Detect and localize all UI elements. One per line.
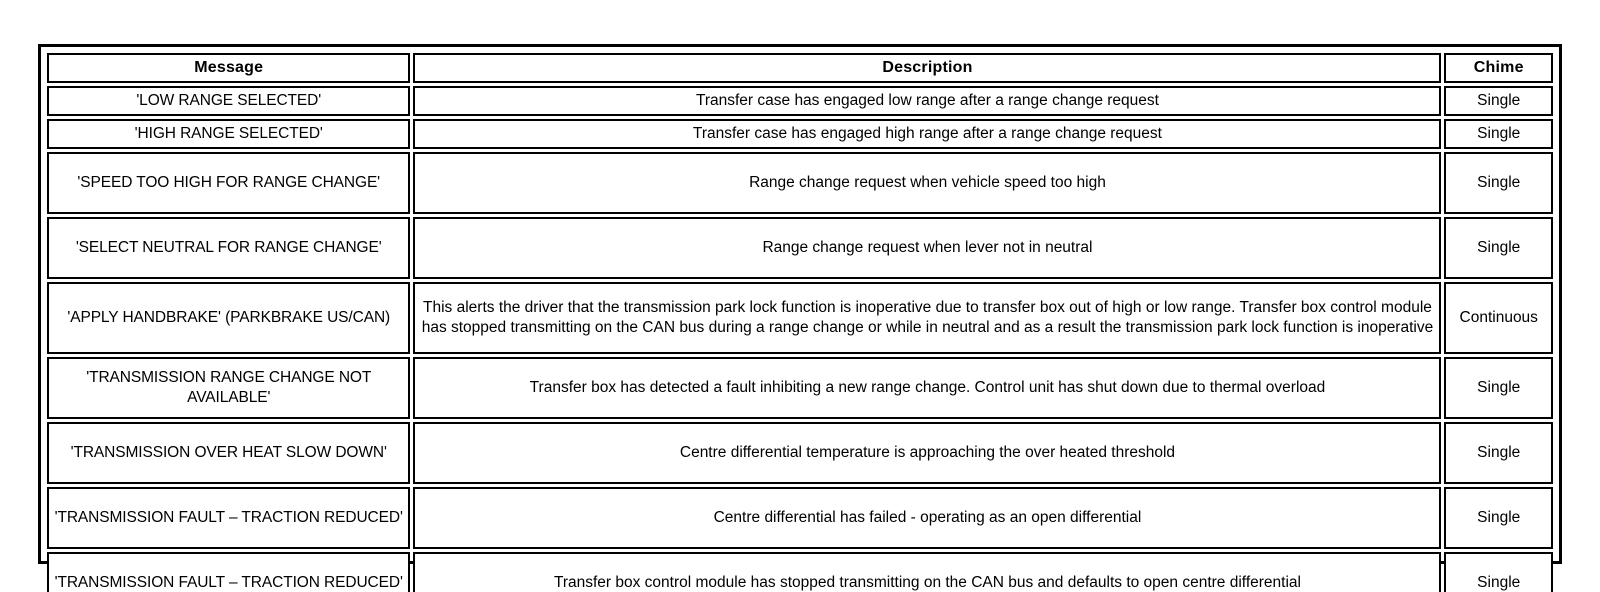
table-row: 'SPEED TOO HIGH FOR RANGE CHANGE' Range …: [47, 152, 1553, 214]
cell-chime: Single: [1444, 217, 1553, 279]
cell-message: 'SELECT NEUTRAL FOR RANGE CHANGE': [47, 217, 411, 279]
cell-message: 'APPLY HANDBRAKE' (PARKBRAKE US/CAN): [47, 282, 411, 354]
column-header-chime: Chime: [1444, 53, 1553, 83]
cell-chime: Single: [1444, 152, 1553, 214]
table-row: 'TRANSMISSION FAULT – TRACTION REDUCED' …: [47, 487, 1553, 549]
cell-description: Centre differential has failed - operati…: [413, 487, 1442, 549]
table-row: 'APPLY HANDBRAKE' (PARKBRAKE US/CAN) Thi…: [47, 282, 1553, 354]
column-header-description: Description: [413, 53, 1442, 83]
table-row: 'TRANSMISSION RANGE CHANGE NOT AVAILABLE…: [47, 357, 1553, 419]
table-row: 'SELECT NEUTRAL FOR RANGE CHANGE' Range …: [47, 217, 1553, 279]
cell-chime: Single: [1444, 357, 1553, 419]
cell-message: 'TRANSMISSION FAULT – TRACTION REDUCED': [47, 487, 411, 549]
cell-message: 'TRANSMISSION FAULT – TRACTION REDUCED': [47, 552, 411, 592]
table-row: 'HIGH RANGE SELECTED' Transfer case has …: [47, 119, 1553, 149]
message-chime-table: Message Description Chime 'LOW RANGE SEL…: [44, 50, 1556, 592]
cell-message: 'TRANSMISSION OVER HEAT SLOW DOWN': [47, 422, 411, 484]
cell-chime: Single: [1444, 487, 1553, 549]
cell-message: 'HIGH RANGE SELECTED': [47, 119, 411, 149]
cell-chime: Single: [1444, 422, 1553, 484]
cell-chime: Single: [1444, 119, 1553, 149]
cell-description: Transfer box has detected a fault inhibi…: [413, 357, 1442, 419]
cell-message: 'TRANSMISSION RANGE CHANGE NOT AVAILABLE…: [47, 357, 411, 419]
cell-chime: Single: [1444, 552, 1553, 592]
cell-description: Transfer box control module has stopped …: [413, 552, 1442, 592]
column-header-message: Message: [47, 53, 411, 83]
cell-message: 'SPEED TOO HIGH FOR RANGE CHANGE': [47, 152, 411, 214]
cell-description: Transfer case has engaged low range afte…: [413, 86, 1442, 116]
cell-description: Range change request when vehicle speed …: [413, 152, 1442, 214]
table-header-row: Message Description Chime: [47, 53, 1553, 83]
cell-chime: Continuous: [1444, 282, 1553, 354]
cell-description: Range change request when lever not in n…: [413, 217, 1442, 279]
table-row: 'TRANSMISSION OVER HEAT SLOW DOWN' Centr…: [47, 422, 1553, 484]
table-row: 'TRANSMISSION FAULT – TRACTION REDUCED' …: [47, 552, 1553, 592]
cell-description: Transfer case has engaged high range aft…: [413, 119, 1442, 149]
message-table-frame: Message Description Chime 'LOW RANGE SEL…: [38, 44, 1562, 592]
cell-message: 'LOW RANGE SELECTED': [47, 86, 411, 116]
cell-description: Centre differential temperature is appro…: [413, 422, 1442, 484]
cell-chime: Single: [1444, 86, 1553, 116]
table-row: 'LOW RANGE SELECTED' Transfer case has e…: [47, 86, 1553, 116]
cell-description: This alerts the driver that the transmis…: [413, 282, 1442, 354]
